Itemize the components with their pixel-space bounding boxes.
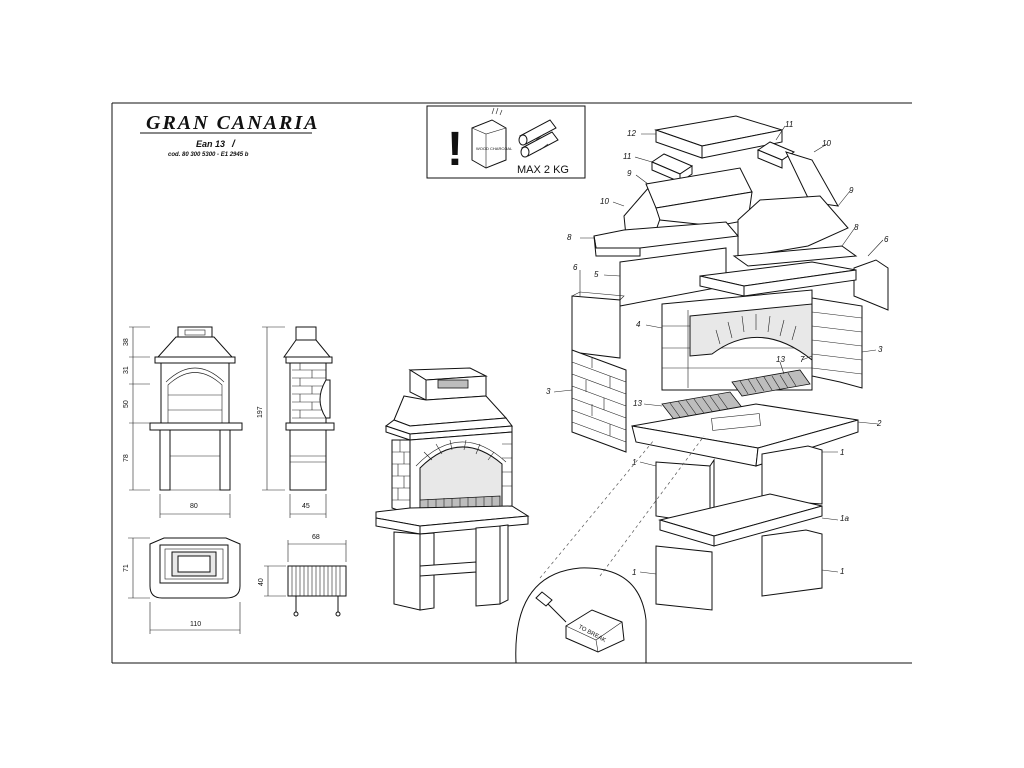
part-label-5: 5 — [594, 270, 599, 279]
side-depth-dimension: 45 — [289, 494, 327, 518]
part-leader-lines — [553, 125, 884, 575]
dim-40: 40 — [258, 578, 265, 586]
product-code: cod. 80 300 5300 - E1 2945 b — [168, 152, 249, 158]
charcoal-bag-icon: WOOD CHARCOAL — [471, 107, 513, 169]
dim-45: 45 — [302, 503, 310, 510]
dim-31: 31 — [123, 366, 130, 374]
part-label-4: 4 — [636, 320, 641, 329]
part-label-1a-shelf: 1a — [840, 514, 849, 523]
grill-dimensions: 68 40 — [258, 534, 347, 597]
part-label-13b: 13 — [633, 399, 642, 408]
dim-68: 68 — [312, 534, 320, 541]
part-label-9a: 9 — [627, 169, 632, 178]
dim-50: 50 — [123, 400, 130, 408]
part-label-10a: 10 — [822, 139, 831, 148]
part-label-6b: 6 — [573, 263, 578, 272]
svg-text:WOOD CHARCOAL: WOOD CHARCOAL — [476, 146, 513, 151]
front-view-drawing — [149, 326, 243, 491]
ean-slash: / — [232, 139, 235, 150]
side-view-drawing — [283, 326, 335, 491]
exploded-parts-view — [571, 115, 889, 611]
part-label-8b: 8 — [854, 223, 859, 232]
part-label-8a: 8 — [567, 233, 572, 242]
warning-exclamation-icon: ! — [447, 123, 463, 176]
part-label-11b: 11 — [623, 152, 631, 161]
grill-grate-drawing — [287, 565, 347, 617]
part-label-1c: 1 — [632, 568, 636, 577]
part-number-labels: 12 11 10 11 9 10 9 8 8 6 5 6 4 3 7 13 3 … — [546, 120, 889, 577]
part-label-3b: 3 — [546, 387, 551, 396]
dim-110: 110 — [190, 621, 201, 628]
part-label-11a: 11 — [785, 120, 793, 129]
total-height-dimension: 197 — [257, 326, 285, 491]
max-weight-label: MAX 2 KG — [517, 164, 569, 176]
front-width-dimension: 80 — [159, 494, 231, 518]
ean-label: Ean 13 — [196, 139, 226, 149]
break-detail-callout: TO BREAK — [515, 435, 705, 664]
dim-80: 80 — [190, 503, 198, 510]
part-label-1a: 1 — [632, 458, 636, 467]
part-label-12: 12 — [627, 129, 636, 138]
plan-dimensions: 71 110 — [123, 537, 241, 634]
part-label-2: 2 — [876, 419, 882, 428]
part-label-3a: 3 — [878, 345, 883, 354]
part-label-1d: 1 — [840, 567, 844, 576]
firewood-icon — [518, 119, 559, 158]
dim-197: 197 — [257, 406, 264, 418]
assembled-bbq-3d-view — [375, 367, 530, 611]
part-label-10b: 10 — [600, 197, 609, 206]
part-label-9b: 9 — [849, 186, 854, 195]
warning-box: ! WOOD CHARCOAL — [426, 105, 586, 179]
dim-71: 71 — [123, 564, 130, 572]
front-height-dimensions: 38 31 50 78 — [123, 326, 150, 491]
dim-38: 38 — [123, 338, 130, 346]
part-label-1b: 1 — [840, 448, 844, 457]
product-title: GRAN CANARIA — [146, 112, 320, 134]
dim-78: 78 — [123, 454, 130, 462]
part-label-13a: 13 — [776, 355, 785, 364]
plan-view-drawing — [149, 537, 241, 599]
part-label-6a: 6 — [884, 235, 889, 244]
part-label-7: 7 — [800, 355, 805, 364]
